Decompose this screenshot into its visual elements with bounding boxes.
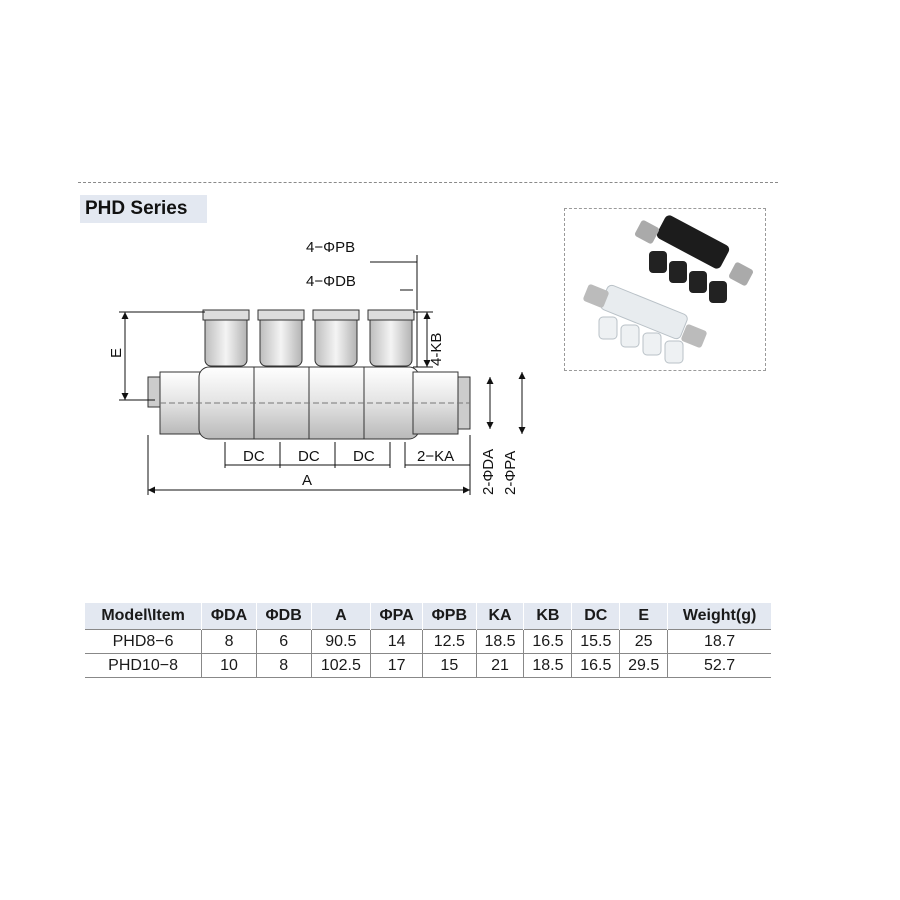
- product-photo: [564, 208, 766, 371]
- cell: 10: [201, 653, 257, 678]
- label-e: E: [108, 348, 125, 358]
- col-phi-pb: ΦPB: [422, 603, 477, 630]
- table-row: PHD8−6 8 6 90.5 14 12.5 18.5 16.5 15.5 2…: [85, 629, 771, 654]
- cell: 25: [619, 629, 668, 654]
- col-phi-pa: ΦPA: [370, 603, 423, 630]
- col-kb: KB: [523, 603, 572, 630]
- cell: 8: [201, 629, 257, 654]
- cell: 90.5: [310, 629, 371, 654]
- label-kb: 4-KB: [428, 333, 445, 366]
- manifold-body: [147, 366, 471, 440]
- cell: 14: [370, 629, 423, 654]
- technical-drawing: 4−ΦPB 4−ΦDB 4-KB E DC DC DC 2−KA A 2-ΦDA…: [108, 239, 526, 495]
- cell: 29.5: [619, 653, 668, 678]
- cell: 8: [255, 653, 311, 678]
- white-fitting-icon: [583, 284, 707, 364]
- col-e: E: [619, 603, 668, 630]
- label-dc-1: DC: [243, 448, 265, 465]
- black-fitting-icon: [635, 215, 753, 303]
- cell: 16.5: [523, 629, 572, 654]
- label-phi-pa: 2-ΦPA: [502, 451, 519, 495]
- col-dc: DC: [571, 603, 620, 630]
- col-weight: Weight(g): [667, 603, 771, 630]
- label-phi-da: 2-ΦDA: [480, 449, 497, 495]
- col-a: A: [310, 603, 371, 630]
- table-header-row: Model\Item ΦDA ΦDB A ΦPA ΦPB KA KB DC E …: [85, 603, 771, 630]
- col-model: Model\Item: [85, 603, 202, 630]
- dimension-lines: [119, 255, 526, 495]
- cell: 52.7: [667, 653, 771, 678]
- cell: 6: [255, 629, 311, 654]
- table-row: PHD10−8 10 8 102.5 17 15 21 18.5 16.5 29…: [85, 653, 771, 678]
- cell: 102.5: [310, 653, 371, 678]
- spec-table: Model\Item ΦDA ΦDB A ΦPA ΦPB KA KB DC E …: [85, 603, 771, 678]
- cell: PHD8−6: [85, 629, 202, 654]
- series-title: PHD Series: [80, 195, 207, 223]
- branch-fittings: [202, 309, 415, 367]
- cell: 18.5: [523, 653, 572, 678]
- cell: 15: [422, 653, 477, 678]
- cell: 16.5: [571, 653, 620, 678]
- label-a: A: [302, 472, 312, 489]
- cell: 15.5: [571, 629, 620, 654]
- col-ka: KA: [475, 603, 524, 630]
- label-phi-pb: 4−ΦPB: [306, 239, 355, 256]
- cell: PHD10−8: [85, 653, 202, 678]
- section-divider: [78, 182, 778, 183]
- cell: 18.5: [475, 629, 524, 654]
- cell: 18.7: [667, 629, 771, 654]
- cell: 12.5: [422, 629, 477, 654]
- label-dc-3: DC: [353, 448, 375, 465]
- label-phi-db: 4−ΦDB: [306, 273, 356, 290]
- cell: 21: [475, 653, 524, 678]
- col-phi-da: ΦDA: [201, 603, 257, 630]
- cell: 17: [370, 653, 423, 678]
- label-dc-2: DC: [298, 448, 320, 465]
- label-ka: 2−KA: [417, 448, 454, 465]
- col-phi-db: ΦDB: [255, 603, 311, 630]
